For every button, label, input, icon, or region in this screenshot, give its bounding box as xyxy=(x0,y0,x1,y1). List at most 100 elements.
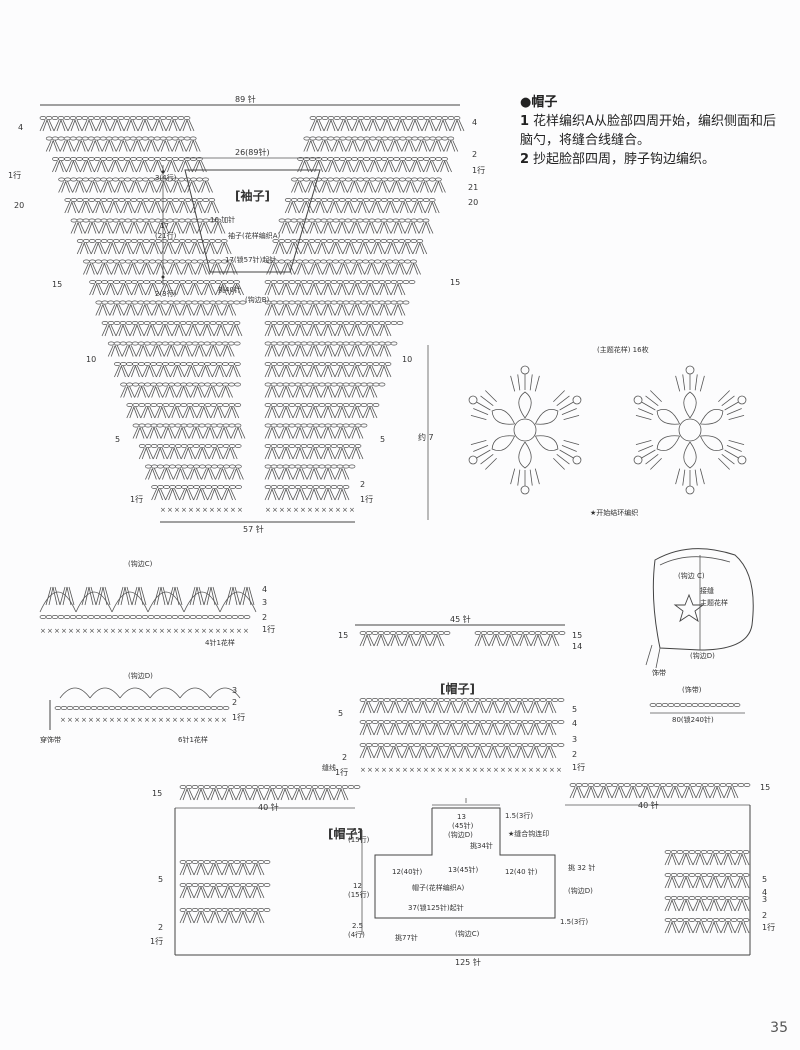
chain-stitch xyxy=(197,280,204,284)
dc-stitch xyxy=(182,222,198,234)
dc-stitch xyxy=(264,406,280,419)
chain-stitch xyxy=(276,362,284,366)
chain-stitch xyxy=(190,218,198,223)
chain-stitch xyxy=(300,485,308,489)
chain-stitch xyxy=(300,403,308,407)
chain-stitch xyxy=(393,157,400,161)
chain-stitch xyxy=(82,198,90,202)
sc-stitch: × xyxy=(103,627,109,635)
dc-stitch xyxy=(415,701,431,714)
dc-stitch xyxy=(653,786,669,799)
dc-stitch xyxy=(499,701,515,714)
chain-stitch xyxy=(154,157,161,161)
chain-stitch xyxy=(329,785,337,789)
chain-stitch xyxy=(231,615,239,619)
motif-stitch xyxy=(485,457,497,470)
chain-stitch xyxy=(113,321,121,325)
chain-stitch xyxy=(162,423,170,428)
chain-stitch xyxy=(396,321,404,325)
chain-stitch xyxy=(393,116,401,120)
chain-stitch xyxy=(449,743,457,747)
dc-stitch xyxy=(95,119,111,132)
chain-stitch xyxy=(324,485,332,489)
chain-stitch xyxy=(294,300,302,305)
chain-stitch xyxy=(706,896,714,900)
chain-stitch xyxy=(366,321,374,325)
chain-stitch xyxy=(411,116,419,120)
chain-stitch xyxy=(198,423,206,428)
chain-stitch xyxy=(396,280,404,284)
chain-stitch xyxy=(312,341,320,346)
chain-stitch xyxy=(100,218,108,223)
dc-stitch xyxy=(66,160,81,173)
chain-stitch xyxy=(411,177,418,182)
motif-stitch xyxy=(675,375,681,392)
chain-stitch xyxy=(302,239,310,243)
sc-stitch: × xyxy=(68,627,74,635)
chain-stitch xyxy=(106,157,113,161)
dc-stitch xyxy=(305,788,321,801)
dc-stitch xyxy=(387,701,403,714)
chain-stitch xyxy=(83,259,90,264)
chain-stitch xyxy=(185,259,192,264)
dc-stitch xyxy=(224,406,240,419)
chain-stitch xyxy=(197,300,205,305)
sc-stitch: × xyxy=(223,506,229,514)
dc-stitch xyxy=(204,201,220,214)
chain-stitch xyxy=(202,239,210,243)
chain-stitch xyxy=(724,896,732,900)
sc-stitch: × xyxy=(451,766,457,774)
chain-stitch xyxy=(168,706,176,710)
sc-stitch: × xyxy=(300,506,306,514)
chain-stitch xyxy=(552,631,560,635)
chain-stitch xyxy=(649,703,657,707)
sleeve-row-right: 5 xyxy=(380,435,385,444)
dc-stitch xyxy=(205,345,221,357)
hat-chart: 45 针 ××××××××××××××××××××××××××××× [帽子] … xyxy=(322,614,585,777)
chain-stitch xyxy=(515,720,523,724)
dc-stitch xyxy=(221,911,237,924)
chain-stitch xyxy=(363,116,371,120)
dc-stitch xyxy=(373,746,389,759)
dc-stitch xyxy=(203,586,219,606)
chain-stitch xyxy=(251,908,259,912)
chain-stitch xyxy=(245,785,253,789)
dc-stitch xyxy=(179,304,195,316)
dc-stitch xyxy=(292,447,308,460)
chain-stitch xyxy=(233,908,241,912)
dc-stitch xyxy=(412,242,428,255)
dc-stitch xyxy=(351,119,367,132)
chain-stitch xyxy=(398,259,405,264)
dc-stitch xyxy=(348,345,364,357)
chain-stitch xyxy=(306,341,314,346)
dc-stitch xyxy=(362,406,378,419)
chain-stitch xyxy=(124,198,132,202)
chain-stitch xyxy=(101,321,109,325)
dc-stitch xyxy=(278,447,294,460)
chain-stitch xyxy=(233,300,241,305)
scallop xyxy=(183,591,221,613)
dc-stitch xyxy=(174,427,190,439)
hat-schem-h-mid: 12 xyxy=(353,882,362,890)
dc-stitch xyxy=(81,119,97,132)
chain-stitch xyxy=(168,444,176,448)
sc-stitch: × xyxy=(60,716,66,724)
chain-stitch xyxy=(306,362,314,366)
chain-stitch xyxy=(82,239,90,243)
chain-stitch xyxy=(664,918,672,922)
dc-stitch xyxy=(306,447,322,460)
chain-stitch xyxy=(327,116,335,120)
chain-stitch xyxy=(676,896,684,900)
chain-stitch xyxy=(404,239,412,243)
chain-stitch xyxy=(479,743,487,747)
sc-stitch: × xyxy=(123,716,129,724)
dc-stitch xyxy=(348,365,364,378)
chain-stitch xyxy=(228,444,236,448)
chain-stitch xyxy=(119,300,127,305)
dc-stitch xyxy=(67,119,83,132)
chain-stitch xyxy=(144,706,152,710)
chain-stitch xyxy=(324,464,332,469)
dc-stitch xyxy=(678,853,694,866)
chain-stitch xyxy=(181,485,188,489)
